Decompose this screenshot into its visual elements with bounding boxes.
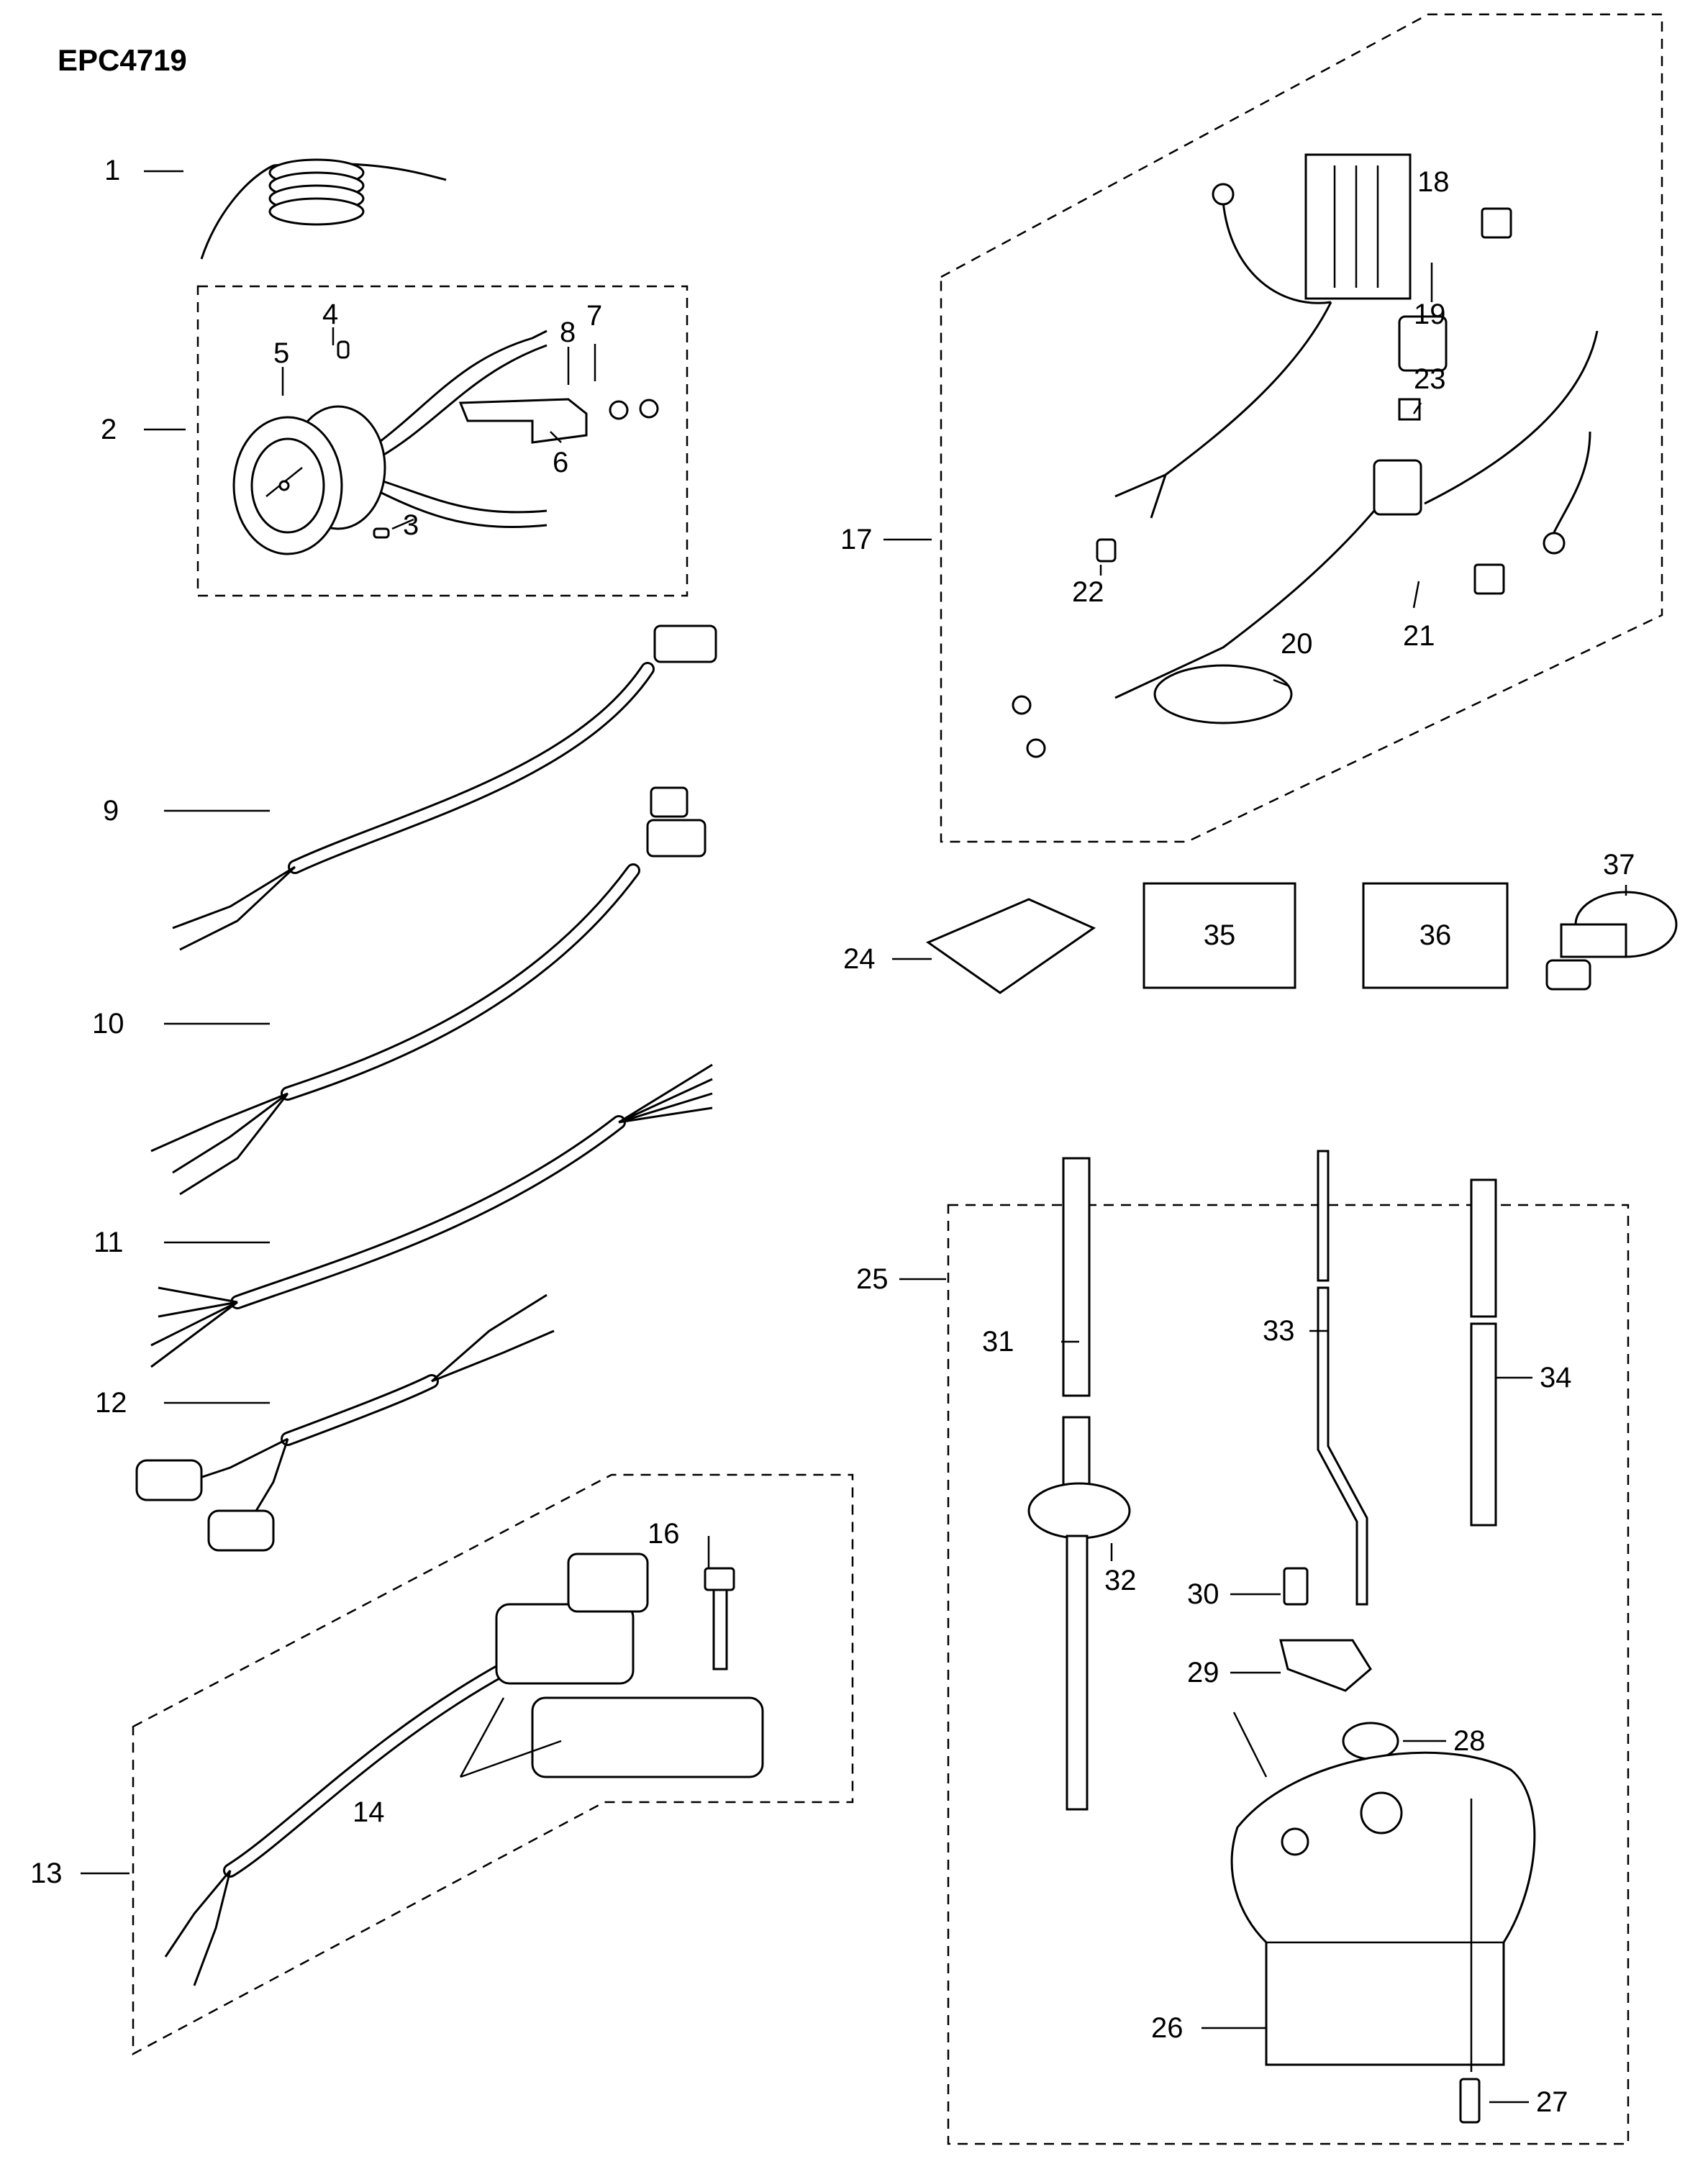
callout-9: 9 [103, 795, 119, 827]
callout-24: 24 [843, 943, 876, 975]
callout-2: 2 [101, 414, 117, 445]
callout-34: 34 [1540, 1362, 1572, 1394]
callout-20: 20 [1281, 628, 1313, 660]
callout-30: 30 [1187, 1578, 1219, 1610]
callout-23: 23 [1414, 363, 1446, 395]
coiled-tube-part [200, 158, 447, 260]
callout-21: 21 [1403, 620, 1435, 652]
cable-10-part [150, 786, 707, 1196]
callout-6: 6 [553, 447, 568, 478]
callout-28: 28 [1453, 1725, 1486, 1757]
callout-22: 22 [1072, 576, 1104, 608]
callout-31: 31 [982, 1326, 1014, 1358]
callout-11: 11 [94, 1227, 124, 1258]
callout-29: 29 [1187, 1657, 1219, 1688]
callout-18: 18 [1417, 166, 1450, 198]
gasket-29-part [1279, 1639, 1372, 1692]
regulator-group-outline [940, 13, 1663, 843]
water-tube-34-part [1470, 1178, 1497, 1527]
callout-1: 1 [104, 155, 120, 186]
callout-33: 33 [1263, 1315, 1295, 1347]
callout-5: 5 [273, 337, 289, 369]
callout-7: 7 [586, 300, 602, 332]
item-36-label: 36 [1419, 919, 1452, 951]
callout-16: 16 [648, 1518, 680, 1550]
callout-10: 10 [92, 1008, 124, 1040]
callout-32: 32 [1104, 1565, 1137, 1596]
gauge-group-outline [196, 285, 689, 597]
charge-coil-group-outline [132, 1473, 854, 2056]
bolt-27-part [1459, 2078, 1481, 2124]
cable-11-part [150, 1063, 713, 1368]
driveshaft-part [1027, 1157, 1131, 1811]
item-36-box [1362, 882, 1509, 989]
pouch-24-part [925, 898, 1096, 994]
cable-12-part [135, 1294, 555, 1552]
item-35-label: 35 [1204, 919, 1236, 951]
callout-4: 4 [322, 299, 338, 330]
item-35-box [1143, 882, 1296, 989]
driveshaft-group-outline [947, 1204, 1630, 2145]
gauge-assembly-part [232, 329, 659, 555]
callout-3: 3 [403, 509, 419, 541]
callout-27: 27 [1536, 2086, 1568, 2118]
bolt-16-part [704, 1567, 735, 1670]
callout-25: 25 [856, 1263, 889, 1295]
callout-19: 19 [1414, 299, 1446, 330]
mounting-housing-26-part [1230, 1751, 1536, 2066]
callout-26: 26 [1151, 2012, 1184, 2044]
callout-14: 14 [353, 1796, 385, 1828]
leader-lines [81, 170, 1627, 2104]
nut-28-part [1342, 1722, 1399, 1760]
callout-17: 17 [840, 524, 873, 555]
callout-12: 12 [95, 1387, 127, 1419]
cable-9-part [172, 624, 717, 951]
page-title: EPC4719 [58, 43, 187, 77]
shift-rod-33-part [1317, 1150, 1368, 1606]
fitting-37-part [1545, 891, 1678, 991]
callout-37: 37 [1603, 849, 1635, 881]
callout-13: 13 [30, 1858, 63, 1889]
regulator-harness-part [1012, 153, 1599, 758]
charge-coil-part [164, 1552, 764, 1986]
callout-8: 8 [560, 317, 576, 348]
bolt-30-part [1283, 1567, 1309, 1606]
